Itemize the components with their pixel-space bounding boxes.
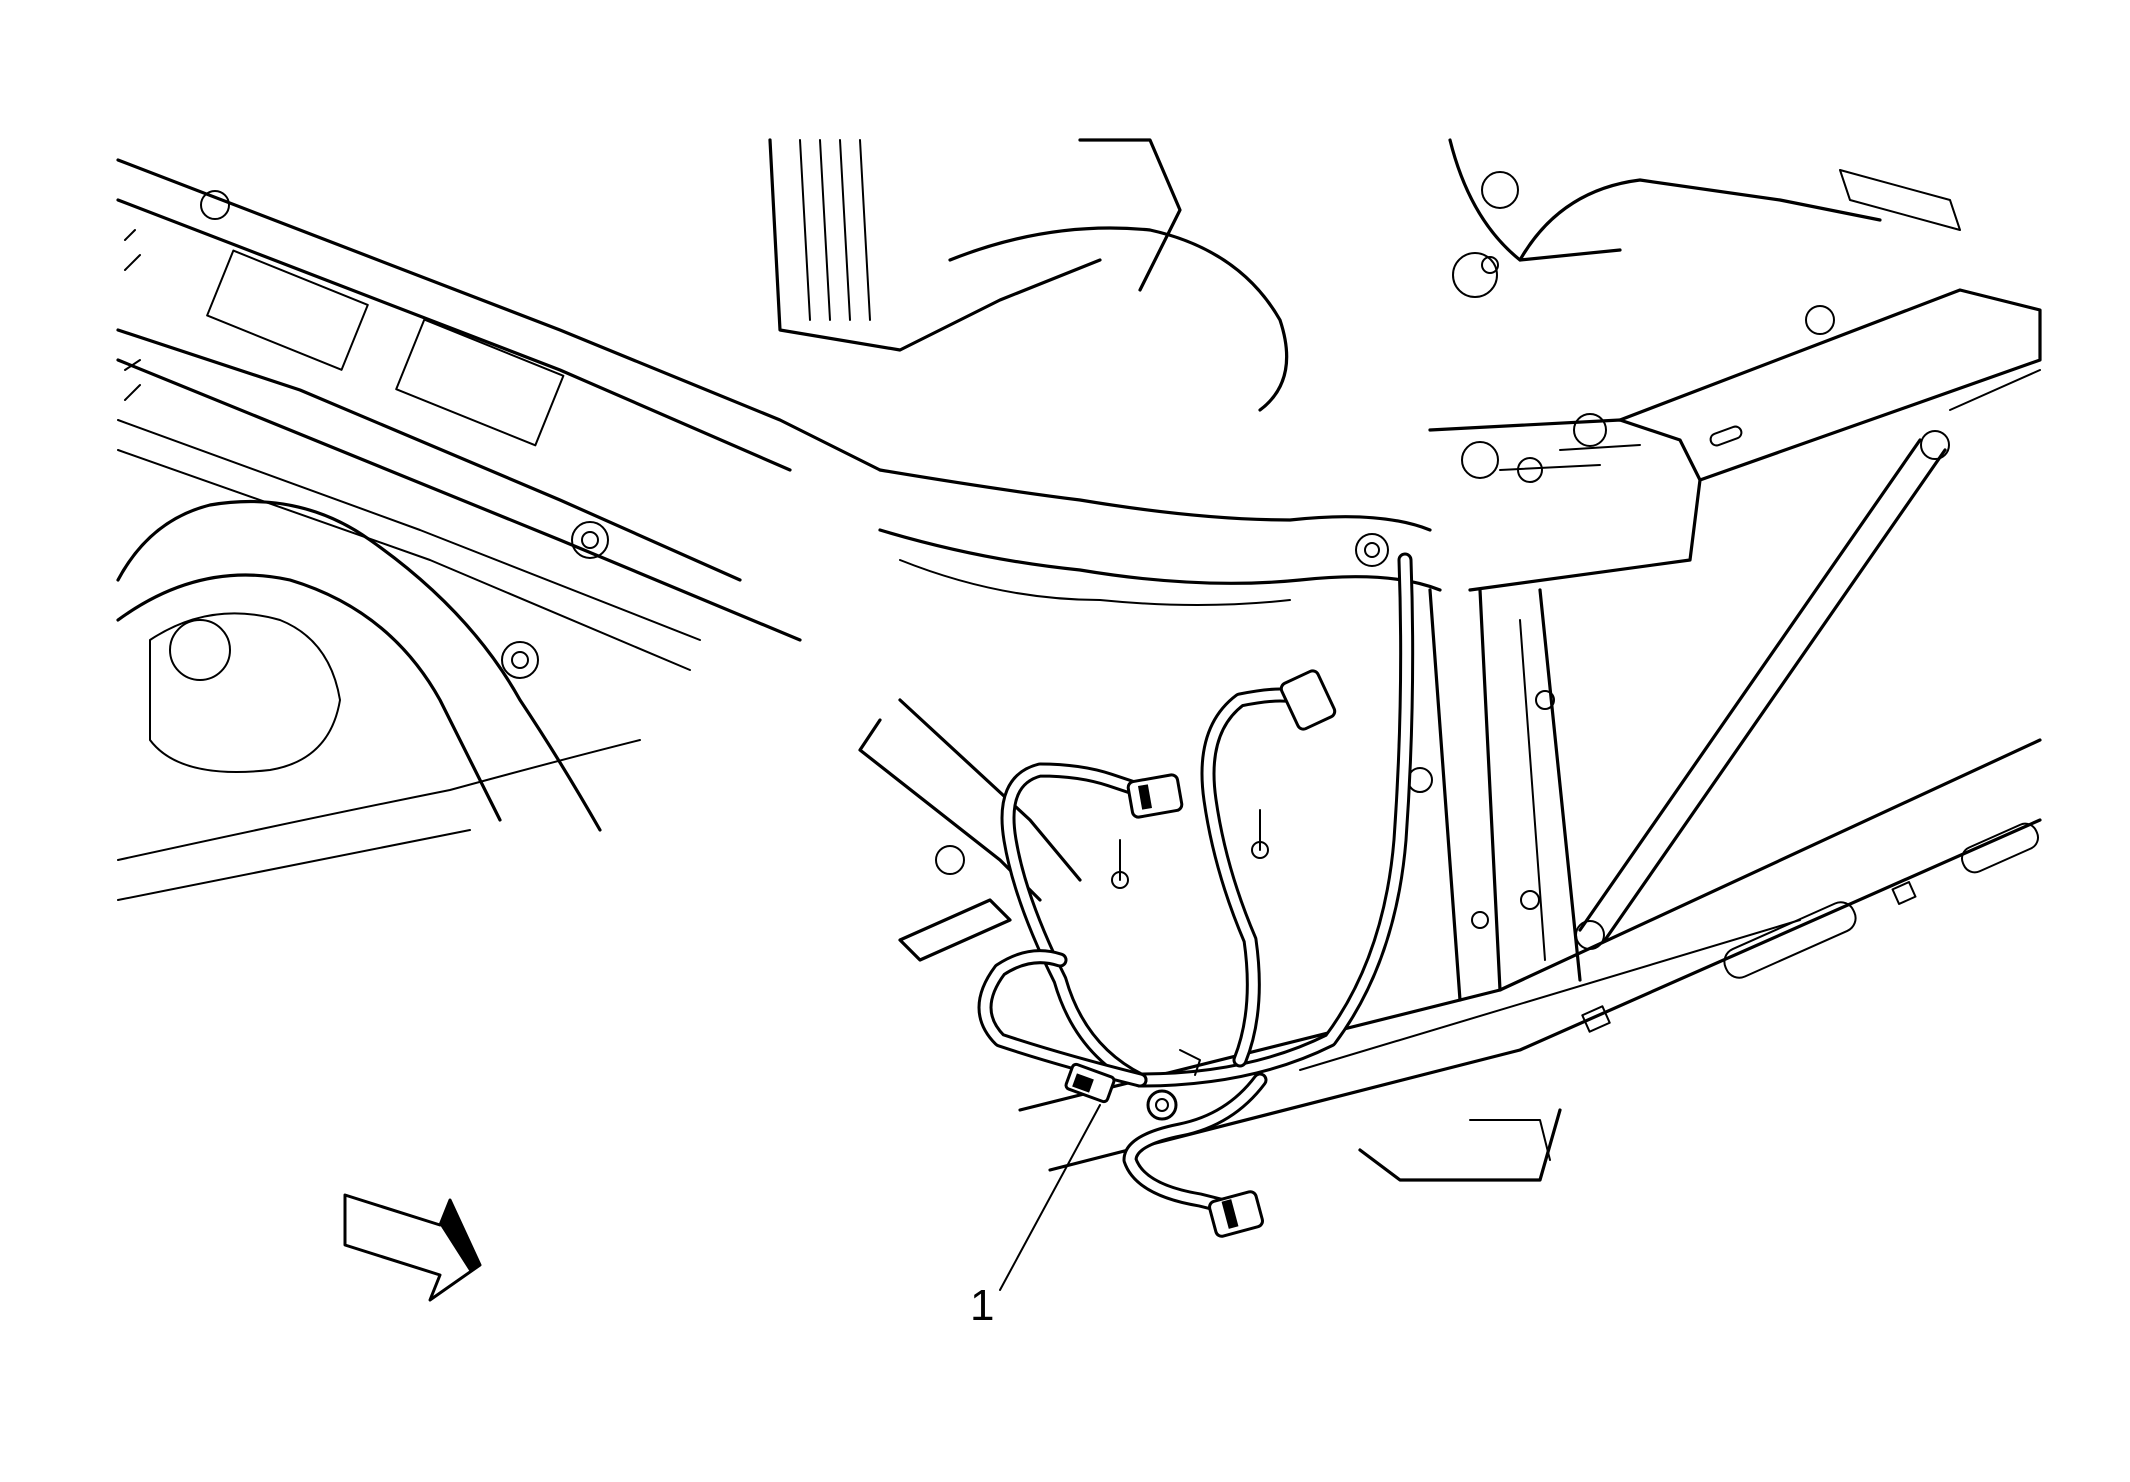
callout-1-label: 1 bbox=[970, 1281, 994, 1330]
harness-connector-upper bbox=[1279, 669, 1337, 731]
callout-1-leader bbox=[999, 1104, 1101, 1291]
diagonal-brace bbox=[1575, 369, 2041, 950]
radiator-support-pillar bbox=[1407, 588, 1582, 1002]
upper-radiator-support bbox=[878, 288, 2042, 606]
left-wheelhouse bbox=[116, 499, 641, 901]
engine-compartment-top bbox=[768, 138, 1961, 412]
harness-connector-middle bbox=[1126, 773, 1184, 819]
front-direction-arrow-icon bbox=[343, 1193, 482, 1302]
wiring-harness bbox=[977, 552, 1415, 1238]
left-frame-rail bbox=[116, 158, 882, 671]
